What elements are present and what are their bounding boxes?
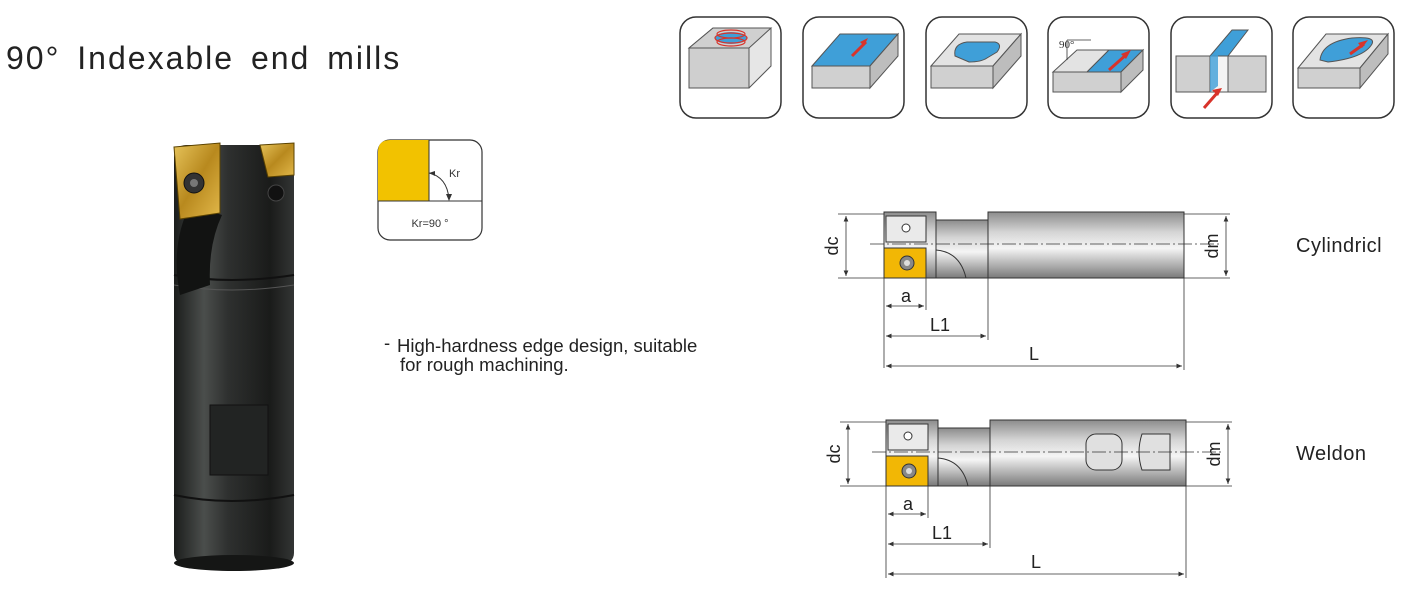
shoulder-milling-icon: 90° [1047,16,1150,119]
profile-milling-icon [1292,16,1395,119]
feature-line-2: for rough machining. [400,354,569,375]
end-mill-photo [173,142,295,571]
feature-line-1: High-hardness edge design, suitable [397,335,698,356]
wel-dc-label: dc [824,444,844,463]
cylindrical-drawing: dc dm a L1 L [822,211,1230,370]
kr-angle-label: Kr [449,168,460,180]
cyl-dm-label: dm [1202,233,1222,258]
page-title: 90° Indexable end mills [6,40,402,76]
kr-value-label: Kr=90 ° [411,218,448,230]
face-milling-icon [802,16,905,119]
cyl-a-label: a [901,286,912,306]
cyl-l-label: L [1029,344,1039,364]
cylindrical-type-label: Cylindricl [1296,235,1383,257]
circular-interpolation-icon [679,16,782,119]
weldon-drawing: dc dm a L1 L [824,419,1232,578]
slot-milling-icon [1170,16,1273,119]
dimension-drawings: dc dm a L1 L dc [822,211,1232,578]
cyl-l1-label: L1 [930,315,950,335]
kr-angle-diagram: Kr Kr=90 ° [377,139,483,241]
wel-a-label: a [903,494,914,514]
cyl-dc-label: dc [822,236,842,255]
wel-l-label: L [1031,552,1041,572]
wel-dm-label: dm [1204,441,1224,466]
pocket-milling-icon [925,16,1028,119]
wel-l1-label: L1 [932,523,952,543]
bullet-dash: - [384,332,391,353]
weldon-type-label: Weldon [1296,443,1367,465]
